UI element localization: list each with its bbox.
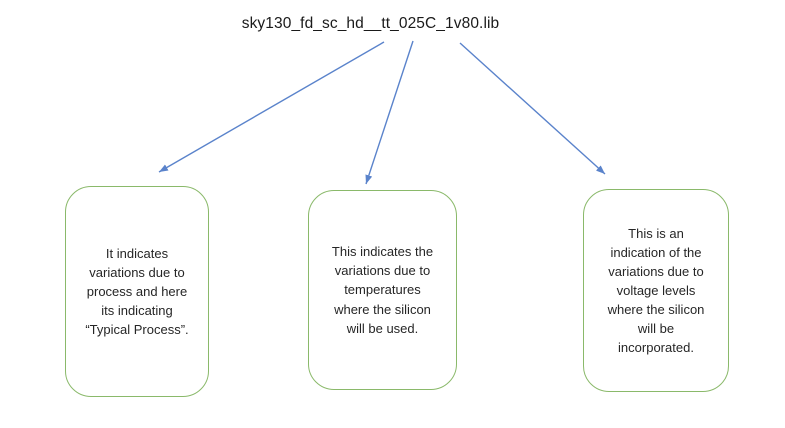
- temperature-variation-text: This indicates the variations due to tem…: [331, 244, 434, 336]
- voltage-variation-box: This is an indication of the variations …: [583, 189, 729, 392]
- arrow-title-to-voltage-box: [459, 42, 606, 175]
- temperature-variation-box: This indicates the variations due to tem…: [308, 190, 457, 390]
- library-filename-title: sky130_fd_sc_hd__tt_025C_1v80.lib: [241, 15, 500, 32]
- process-variation-box: It indicates variations due to process a…: [65, 186, 209, 397]
- voltage-variation-text: This is an indication of the variations …: [607, 225, 705, 356]
- arrow-title-to-temperature-box: [365, 40, 414, 185]
- arrow-title-to-process-box: [158, 41, 385, 173]
- process-variation-text: It indicates variations due to process a…: [85, 245, 189, 338]
